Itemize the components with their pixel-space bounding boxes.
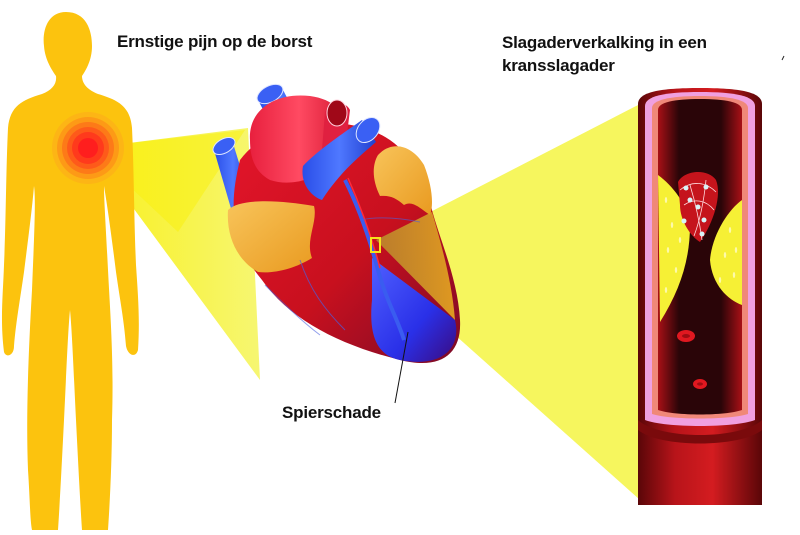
heart-focus-box — [370, 237, 381, 253]
chest-pain-indicator — [52, 112, 124, 184]
stray-mark — [781, 55, 785, 61]
damage-leader-line — [394, 331, 409, 404]
artery-title-label: Slagaderverkalking in een kransslagader — [502, 33, 707, 75]
coronary-artery-cross-section — [638, 88, 762, 505]
human-body-silhouette — [1, 12, 139, 530]
beam-heart-to-artery — [376, 104, 640, 500]
muscle-damage-label: Spierschade — [282, 403, 381, 422]
chest-pain-label: Ernstige pijn op de borst — [117, 32, 313, 51]
heart-illustration — [212, 83, 461, 364]
